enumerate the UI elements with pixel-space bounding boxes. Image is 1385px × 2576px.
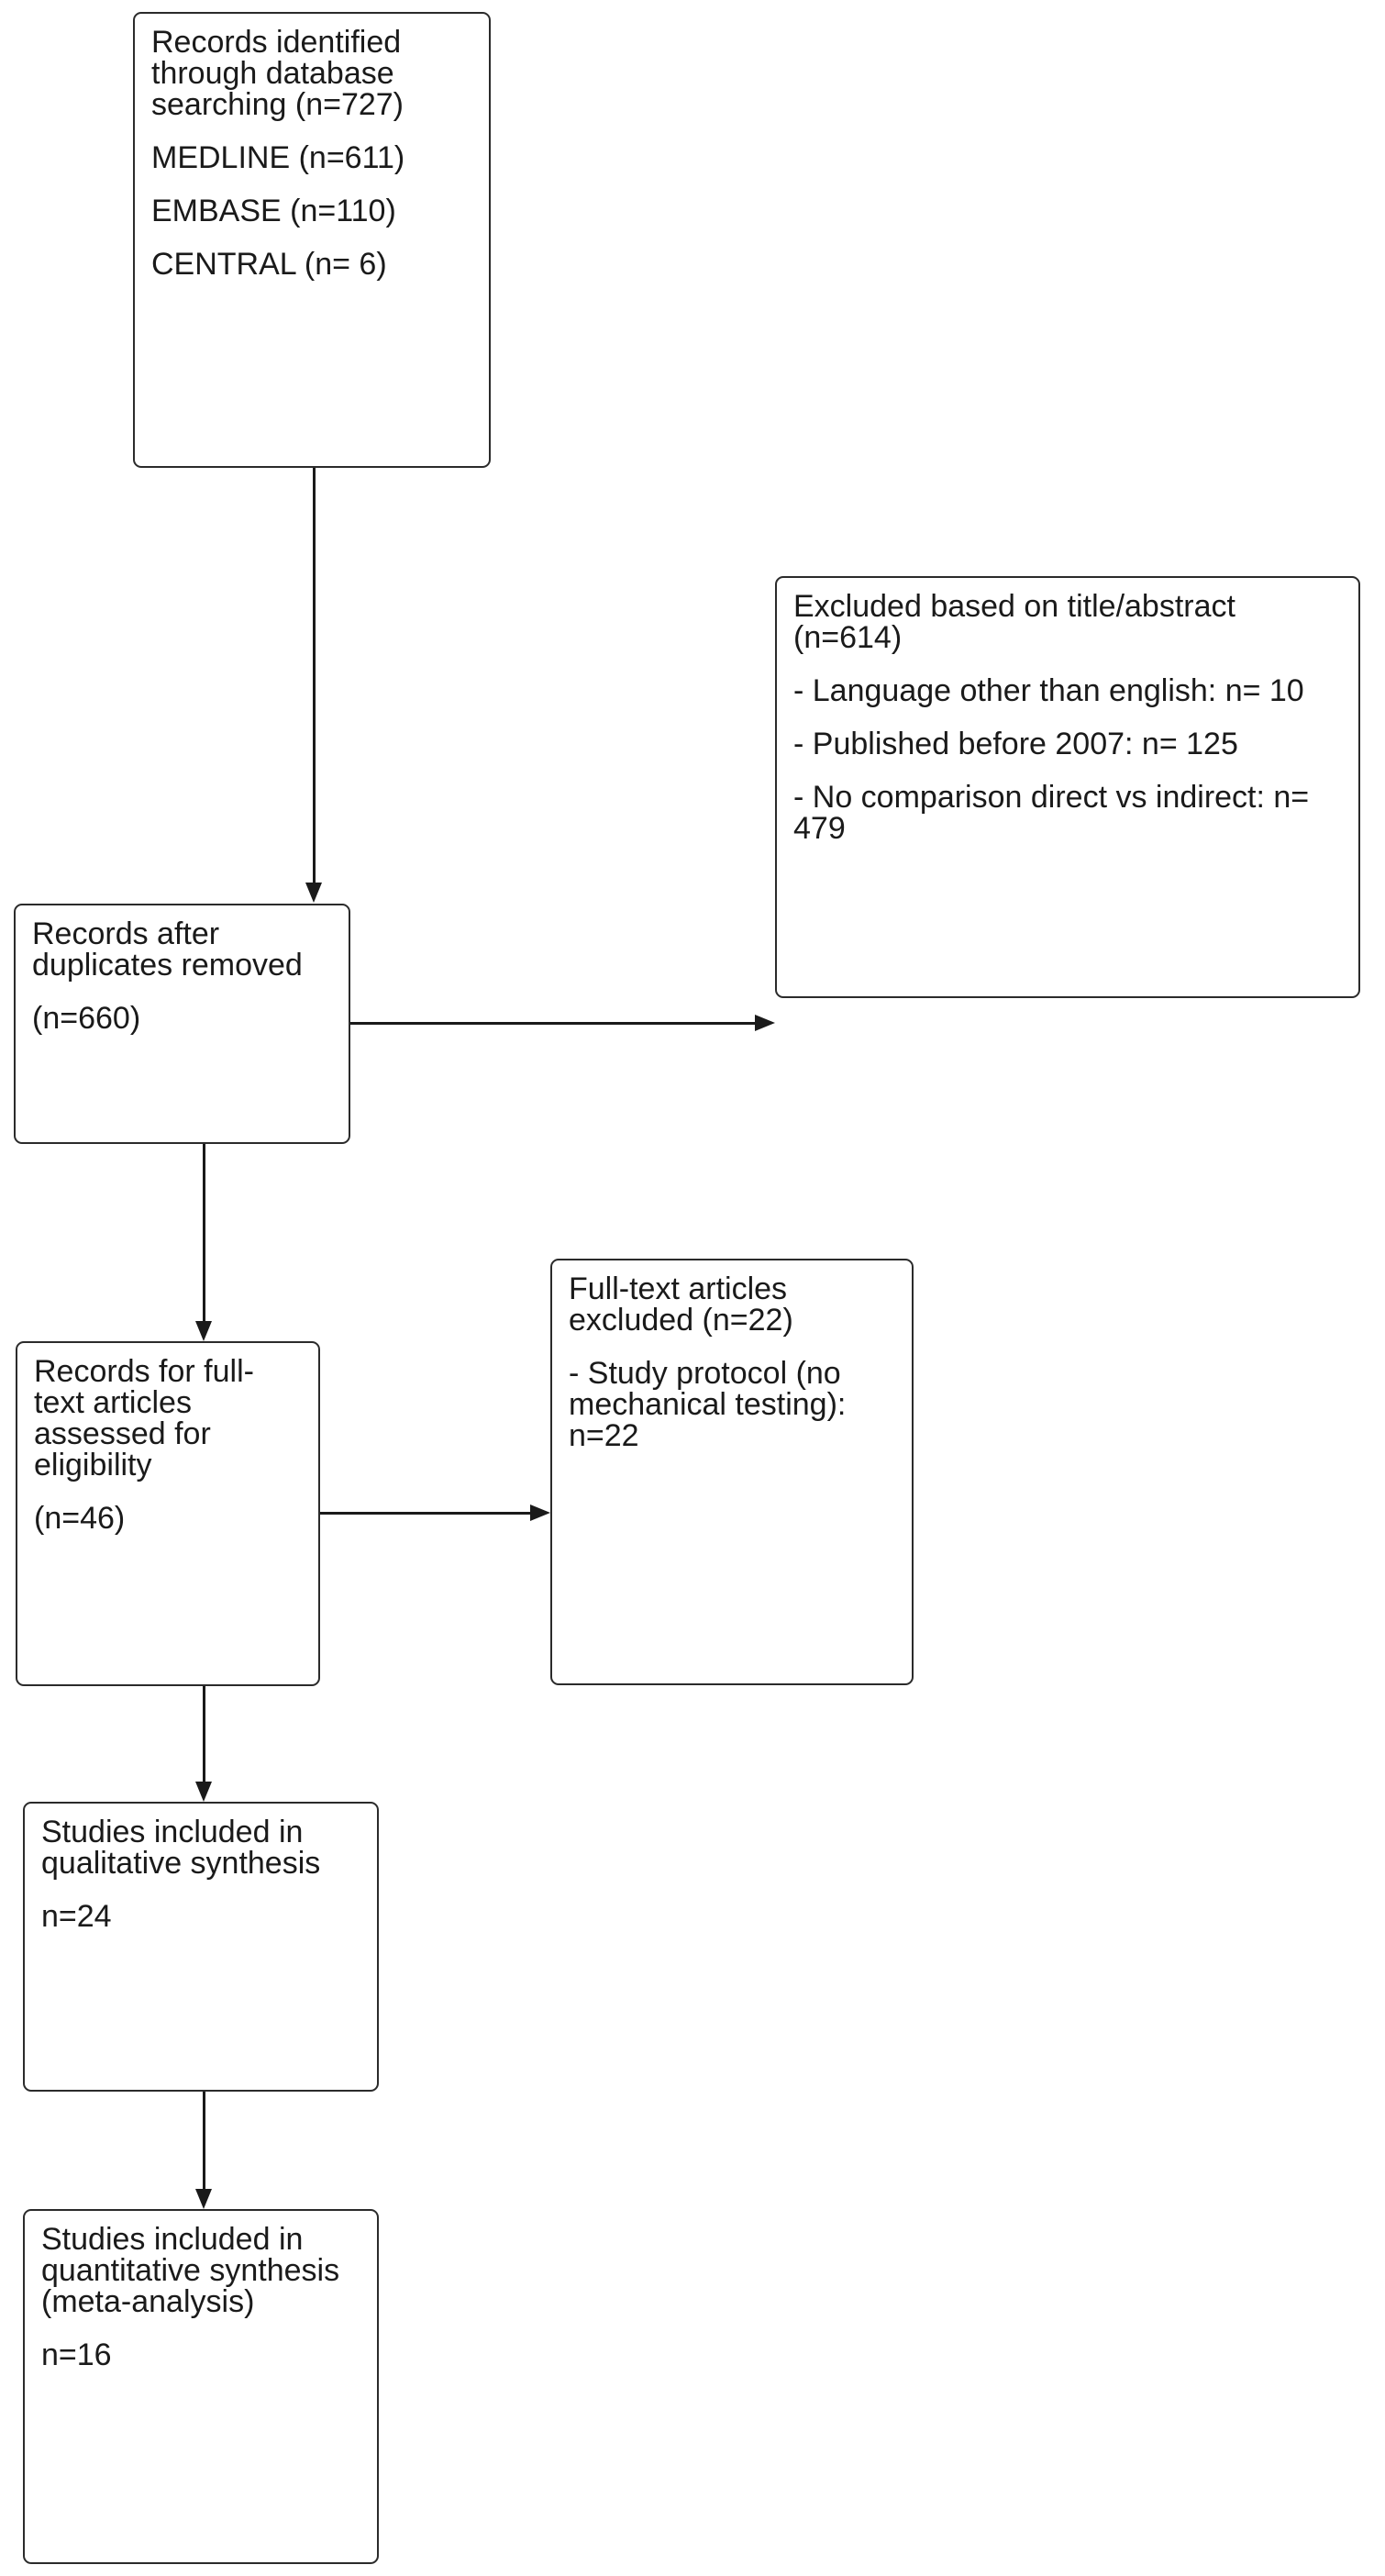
node-fulltext-excluded: Full-text articles excluded (n=22) - Stu… [550, 1259, 914, 1685]
edge-fulltext-assessed-to-qualitative [203, 1686, 205, 1782]
node-qualitative-synthesis-line-1: n=24 [41, 1899, 112, 1934]
edge-identified-to-after-duplicates [313, 468, 316, 883]
node-fulltext-assessed-line-1: (n=46) [34, 1501, 126, 1536]
node-quantitative-synthesis: Studies included in quantitative synthes… [23, 2209, 379, 2564]
node-records-identified: Records identified through database sear… [133, 12, 491, 468]
node-excluded-title-abstract-line-3: - No comparison direct vs indirect: n= 4… [793, 780, 1318, 846]
node-after-duplicates: Records after duplicates removed (n=660) [14, 904, 350, 1144]
node-qualitative-synthesis-line-0: Studies included in qualitative synthesi… [41, 1815, 321, 1881]
arrowhead-fulltext-assessed-to-excluded [530, 1505, 550, 1521]
node-records-identified-line-3: CENTRAL (n= 6) [151, 247, 387, 282]
node-quantitative-synthesis-line-0: Studies included in quantitative synthes… [41, 2222, 349, 2319]
arrowhead-identified-to-after-duplicates [305, 883, 322, 903]
node-excluded-title-abstract-line-1: - Language other than english: n= 10 [793, 673, 1304, 708]
node-quantitative-synthesis-line-1: n=16 [41, 2337, 112, 2372]
node-records-identified-line-0: Records identified through database sear… [151, 25, 410, 122]
node-fulltext-excluded-line-1: - Study protocol (no mechanical testing)… [569, 1356, 855, 1453]
edge-fulltext-assessed-to-excluded [320, 1512, 531, 1515]
arrowhead-after-duplicates-to-excluded [755, 1015, 775, 1031]
node-after-duplicates-line-1: (n=660) [32, 1001, 141, 1036]
node-fulltext-assessed-line-0: Records for full-text articles assessed … [34, 1354, 254, 1482]
edge-after-duplicates-to-fulltext-assessed [203, 1144, 205, 1321]
arrowhead-fulltext-assessed-to-qualitative [195, 1782, 212, 1802]
node-excluded-title-abstract-line-0: Excluded based on title/abstract (n=614) [793, 589, 1245, 655]
node-after-duplicates-line-0: Records after duplicates removed [32, 916, 303, 983]
node-qualitative-synthesis: Studies included in qualitative synthesi… [23, 1802, 379, 2092]
edge-qualitative-to-quantitative [203, 2092, 205, 2189]
node-fulltext-assessed: Records for full-text articles assessed … [16, 1341, 320, 1686]
arrowhead-qualitative-to-quantitative [195, 2189, 212, 2209]
arrowhead-after-duplicates-to-fulltext-assessed [195, 1321, 212, 1341]
node-excluded-title-abstract-line-2: - Published before 2007: n= 125 [793, 727, 1238, 761]
node-records-identified-line-2: EMBASE (n=110) [151, 194, 396, 228]
node-fulltext-excluded-line-0: Full-text articles excluded (n=22) [569, 1271, 796, 1338]
node-excluded-title-abstract: Excluded based on title/abstract (n=614)… [775, 576, 1360, 998]
node-records-identified-line-1: MEDLINE (n=611) [151, 140, 405, 175]
edge-after-duplicates-to-excluded [350, 1022, 756, 1025]
